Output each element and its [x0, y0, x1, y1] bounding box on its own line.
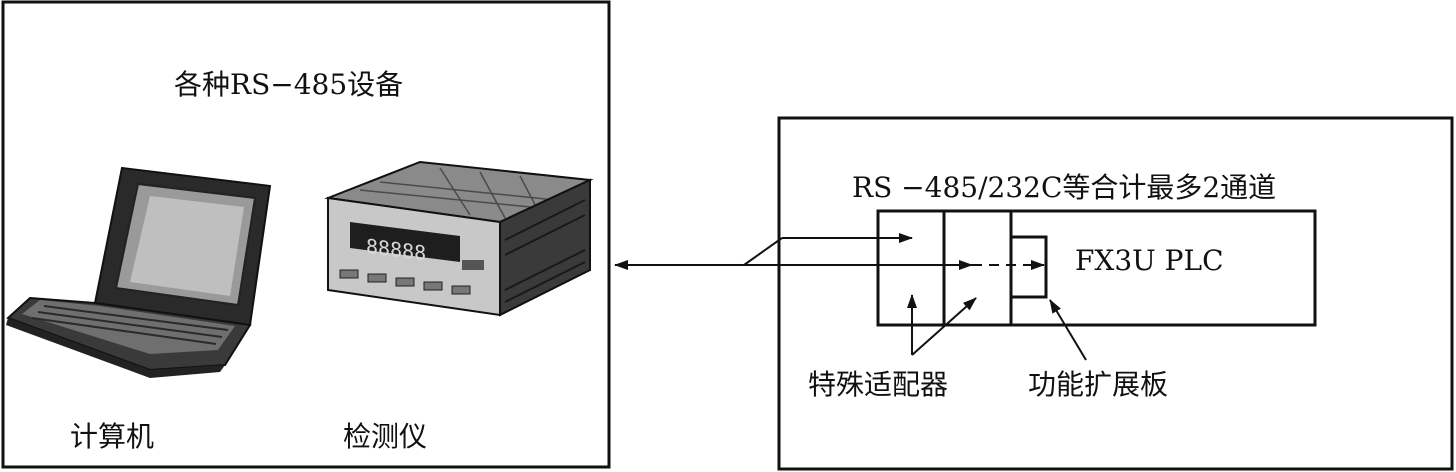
adapter-callout-arrow-2	[911, 297, 977, 356]
bus-upper-branch	[743, 237, 783, 266]
plc-box	[876, 209, 1317, 327]
left-panel-title: 各种RS−485设备	[174, 68, 404, 101]
expansion-board-callout-label: 功能扩展板	[1028, 368, 1169, 401]
right-panel-frame	[777, 116, 1454, 471]
laptop-icon	[6, 166, 272, 378]
device-label-meter: 检测仪	[343, 420, 428, 453]
device-label-computer: 计算机	[70, 420, 155, 453]
right-panel-title: RS −485/232C等合计最多2通道	[852, 171, 1277, 204]
expansion-board-slot	[1009, 235, 1048, 299]
board-callout-arrow	[1049, 299, 1087, 361]
left-panel-frame	[1, 0, 611, 469]
plc-label: FX3U PLC	[1075, 244, 1224, 277]
adapter-callout-label: 特殊适配器	[808, 368, 949, 401]
panel-meter-icon: 88888	[324, 160, 594, 317]
